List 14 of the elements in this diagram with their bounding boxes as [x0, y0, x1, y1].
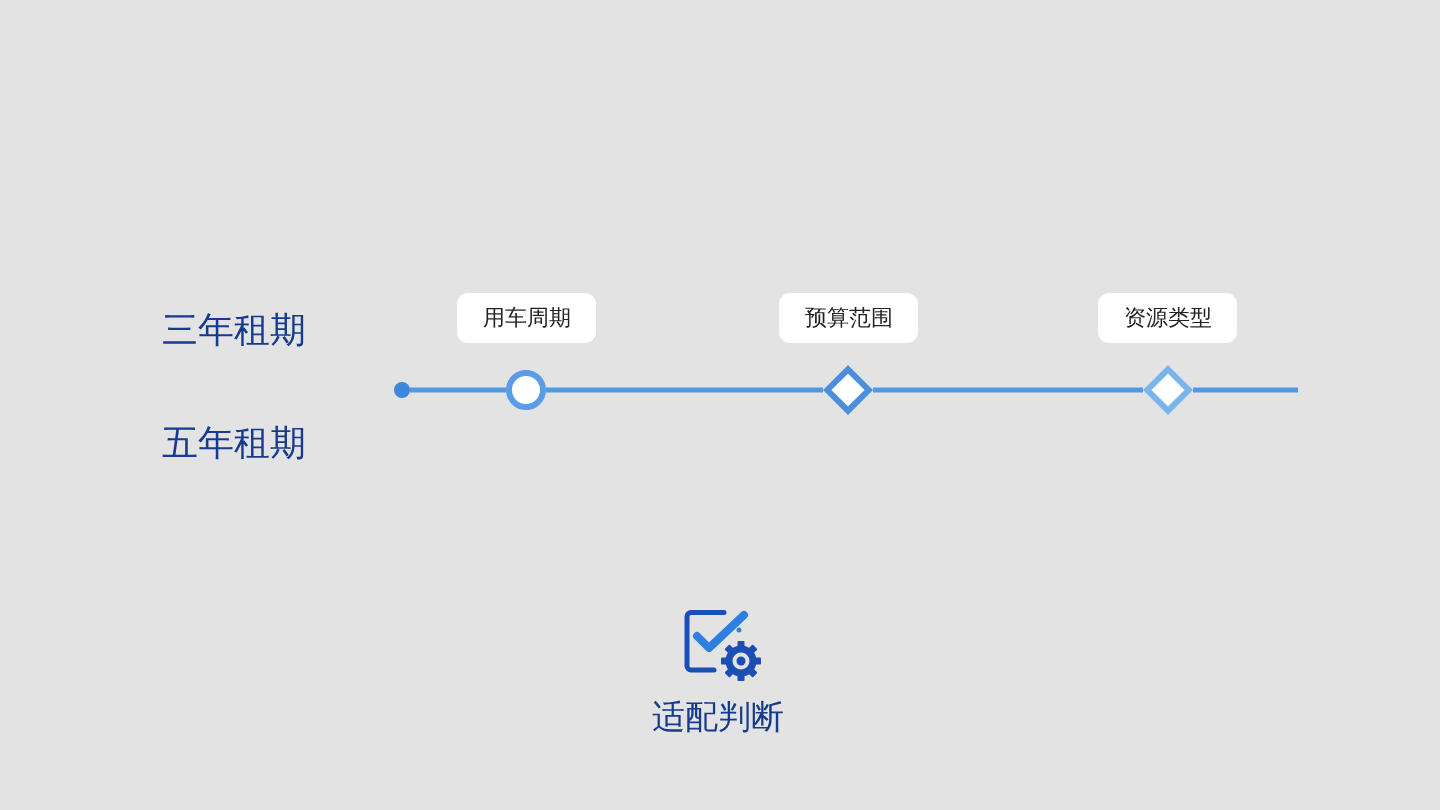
milestone-tag: 预算范围	[779, 293, 918, 343]
milestone-tag: 资源类型	[1098, 293, 1237, 343]
diamond-marker	[823, 365, 873, 415]
icon-caption: 适配判断	[652, 699, 784, 736]
timeline-line	[546, 387, 823, 393]
lease-term-label: 五年租期	[162, 423, 306, 463]
milestone-tag: 用车周期	[457, 293, 596, 343]
circle-marker	[506, 370, 546, 410]
timeline-line	[873, 387, 1143, 393]
timeline-line	[410, 387, 506, 393]
lease-term-label: 三年租期	[162, 310, 306, 350]
timeline-line	[1193, 387, 1298, 393]
diamond-marker	[1143, 365, 1193, 415]
timeline-start-dot	[394, 382, 410, 398]
